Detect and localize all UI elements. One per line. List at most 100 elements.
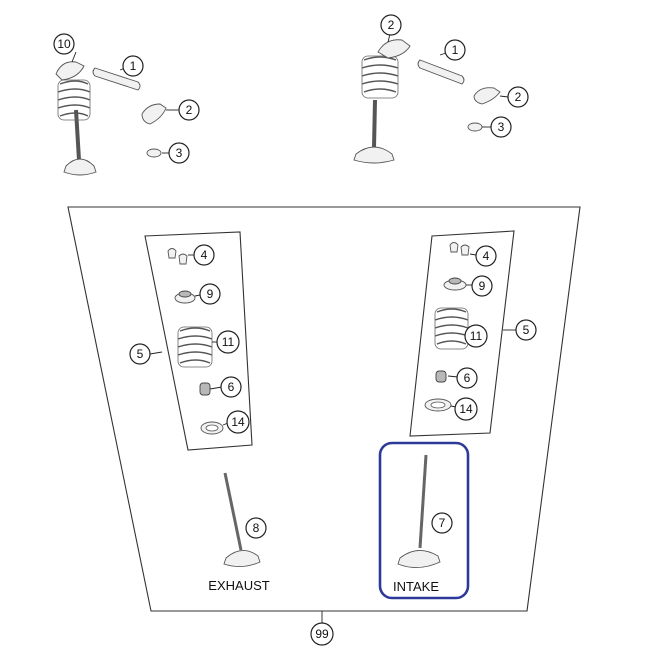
intake-valve-stem [418, 454, 428, 549]
callout-99: 99 [310, 622, 334, 646]
svg-text:99: 99 [315, 627, 329, 641]
svg-text:14: 14 [231, 415, 245, 429]
svg-text:1: 1 [452, 43, 459, 57]
leader-9a [194, 294, 201, 297]
callout-5: 5 [129, 343, 151, 365]
svg-text:10: 10 [57, 37, 71, 51]
svg-text:4: 4 [201, 248, 208, 262]
svg-text:6: 6 [464, 371, 471, 385]
svg-text:14: 14 [459, 402, 473, 416]
leader-10 [71, 51, 77, 63]
spring-outline [361, 55, 399, 99]
spring-outline [177, 326, 213, 368]
svg-text:7: 7 [439, 516, 446, 530]
callout-10: 10 [53, 33, 75, 55]
rocker-piece [473, 87, 501, 105]
retainer-top [178, 290, 192, 298]
shim [467, 122, 483, 132]
callout-14: 14 [454, 397, 478, 421]
svg-text:5: 5 [523, 323, 530, 337]
exhaust-valve: 8 EXHAUST [208, 472, 270, 593]
callout-9: 9 [199, 283, 221, 305]
exhaust-valve-head [223, 550, 261, 567]
callout-2: 2 [178, 99, 200, 121]
leader-5a [149, 351, 163, 355]
intake-valve-head [397, 550, 441, 568]
svg-text:2: 2 [515, 90, 522, 104]
exhaust-label: EXHAUST [208, 578, 269, 593]
svg-text:3: 3 [176, 146, 183, 160]
callout-3: 3 [490, 116, 512, 138]
valve-spring [434, 308, 469, 345]
valve-spring [177, 327, 213, 364]
svg-text:11: 11 [222, 335, 235, 349]
callout-14: 14 [226, 410, 250, 434]
valve-cotter [460, 244, 470, 256]
svg-text:5: 5 [137, 347, 144, 361]
callout-1: 1 [444, 39, 466, 61]
callout-6: 6 [220, 376, 242, 398]
top-left-valve-assembly: 10 1 2 3 [53, 33, 200, 176]
rocker-arm-top [377, 39, 411, 59]
svg-text:1: 1 [130, 59, 137, 73]
valve-spring [361, 56, 399, 93]
valve-stem-seal [435, 370, 447, 383]
valve-stem [74, 109, 81, 161]
callout-4: 4 [193, 244, 215, 266]
exhaust-components-panel [144, 231, 253, 451]
valve-stem-seal [199, 382, 211, 396]
valve-head [63, 158, 97, 176]
svg-text:3: 3 [498, 120, 505, 134]
valve-spring [57, 80, 91, 117]
retainer-top [448, 277, 462, 285]
callout-3: 3 [168, 142, 190, 164]
valve-cotter [178, 253, 188, 265]
exhaust-valve-stem [223, 472, 243, 551]
intake-label: INTAKE [393, 579, 439, 594]
leader-6a [209, 386, 223, 390]
svg-text:4: 4 [483, 249, 490, 263]
svg-text:6: 6 [228, 380, 235, 394]
spring-outline [57, 79, 91, 121]
svg-text:2: 2 [388, 18, 395, 32]
callout-5: 5 [515, 319, 537, 341]
intake-component-parts: 4 9 11 6 14 5 [424, 242, 537, 421]
spring-seat-hole [205, 424, 219, 432]
intake-valve: 7 INTAKE [378, 441, 470, 600]
leader-2b [499, 95, 509, 98]
svg-text:8: 8 [253, 521, 260, 535]
rocker-piece [141, 103, 167, 125]
exhaust-component-parts: 4 9 11 6 14 5 [129, 244, 250, 435]
callout-2: 2 [507, 86, 529, 108]
valve-stem [372, 99, 377, 149]
valve-cotter [449, 242, 459, 253]
rocker-arm-top [55, 61, 85, 81]
valve-head [353, 146, 395, 164]
intake-components-panel [409, 230, 515, 437]
callout-8: 8 [245, 517, 267, 539]
rocker-shaft [417, 59, 465, 85]
callout-1: 1 [122, 55, 144, 77]
callout-6: 6 [456, 367, 478, 389]
callout-2: 2 [380, 14, 402, 36]
svg-text:9: 9 [479, 279, 486, 293]
valve-cotter [167, 248, 177, 259]
callout-9: 9 [471, 275, 493, 297]
top-right-valve-assembly: 2 1 2 3 [353, 14, 529, 164]
svg-text:2: 2 [186, 103, 193, 117]
callout-7: 7 [431, 512, 453, 534]
spring-seat-hole [430, 401, 446, 409]
callout-11: 11 [464, 324, 488, 348]
svg-text:11: 11 [470, 329, 483, 343]
valve-kit-panel [67, 206, 581, 612]
callout-11: 11 [216, 330, 240, 354]
svg-text:9: 9 [207, 287, 214, 301]
intake-highlight-box [378, 441, 470, 600]
shim [146, 148, 162, 158]
rocker-shaft [92, 67, 141, 91]
leader-4b [469, 253, 477, 256]
callout-4: 4 [475, 245, 497, 267]
leader-6b [447, 375, 459, 378]
